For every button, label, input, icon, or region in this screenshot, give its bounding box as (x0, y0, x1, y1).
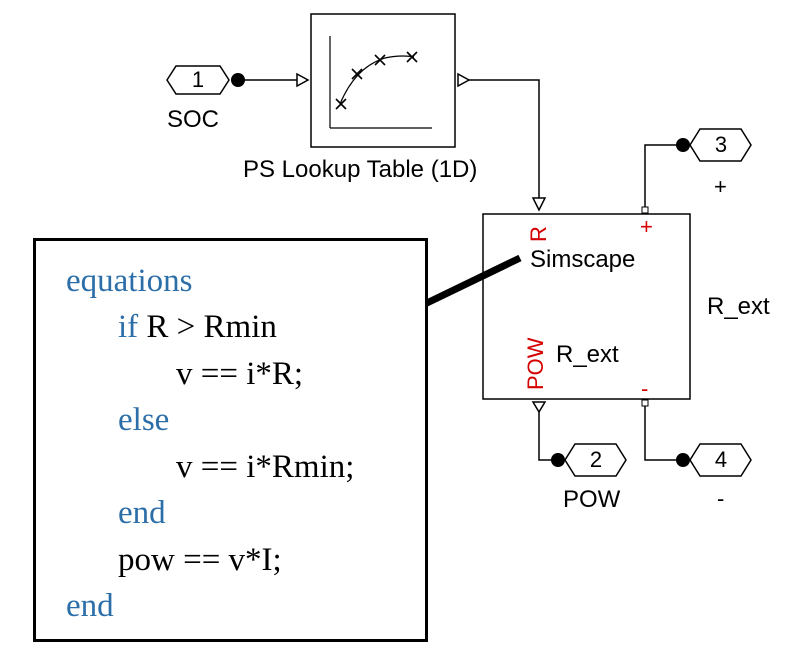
outport-pow-shape[interactable] (564, 443, 627, 477)
lookup-table-block[interactable] (310, 13, 456, 148)
lookup-output-arrow (457, 72, 471, 88)
outport-pow-label: POW (563, 486, 621, 513)
inport-soc-label: SOC (167, 106, 220, 133)
outport-plus-label: + (714, 174, 727, 199)
lookup-input-arrow (296, 72, 310, 88)
lookup-table-name: PS Lookup Table (1D) (243, 156, 478, 183)
outport-minus-shape[interactable] (689, 443, 752, 477)
code-line-if: if R > Rmin (118, 311, 277, 344)
lookup-plot-curve (339, 55, 415, 105)
simscape-r-arrow (531, 197, 547, 212)
outport-plus-number: 3 (714, 132, 728, 157)
code-line-v-eq-ir: v == i*R; (176, 356, 304, 392)
code-if-keyword: if (118, 309, 139, 345)
simscape-plus-terminal (641, 206, 649, 214)
code-line-end-if: end (118, 495, 166, 531)
wire-lookup-to-simscape (469, 79, 540, 198)
inport-soc-shape[interactable] (166, 65, 230, 95)
wire-minus-to-outport4 (644, 406, 683, 461)
code-line-equations: equations (66, 263, 193, 299)
outport-plus-shape[interactable] (689, 128, 752, 162)
equations-code-box: equations if R > Rmin v == i*R; else v =… (33, 238, 428, 642)
outport-minus-number: 4 (714, 447, 728, 472)
code-line-v-eq-irmin: v == i*Rmin; (176, 449, 355, 485)
outport-minus-label: - (717, 486, 725, 511)
simscape-outer-label: R_ext (707, 293, 770, 320)
outport-pow-dot (551, 453, 565, 467)
outport-plus-dot (676, 138, 690, 152)
simscape-title: Simscape (530, 246, 636, 273)
simscape-inner-label: R_ext (556, 341, 619, 368)
simscape-port-pow-label: POW (523, 337, 548, 390)
code-if-condition: R > Rmin (146, 309, 277, 345)
code-line-else: else (118, 402, 170, 438)
lookup-plot-markers (335, 51, 418, 110)
inport-soc-number: 1 (191, 67, 205, 92)
code-line-pow: pow == v*I; (118, 542, 282, 578)
wire-plus-to-outport3 (644, 144, 683, 207)
simscape-port-plus-label: + (640, 214, 653, 239)
simscape-pow-arrow (531, 401, 547, 414)
simscape-port-minus-label: - (641, 376, 649, 401)
simscape-block[interactable] (482, 213, 691, 400)
simscape-port-r-label: R (526, 226, 551, 242)
code-line-end-equations: end (66, 588, 114, 624)
wire-pow-to-outport2 (538, 412, 558, 461)
outport-pow-number: 2 (589, 447, 603, 472)
outport-minus-dot (676, 453, 690, 467)
